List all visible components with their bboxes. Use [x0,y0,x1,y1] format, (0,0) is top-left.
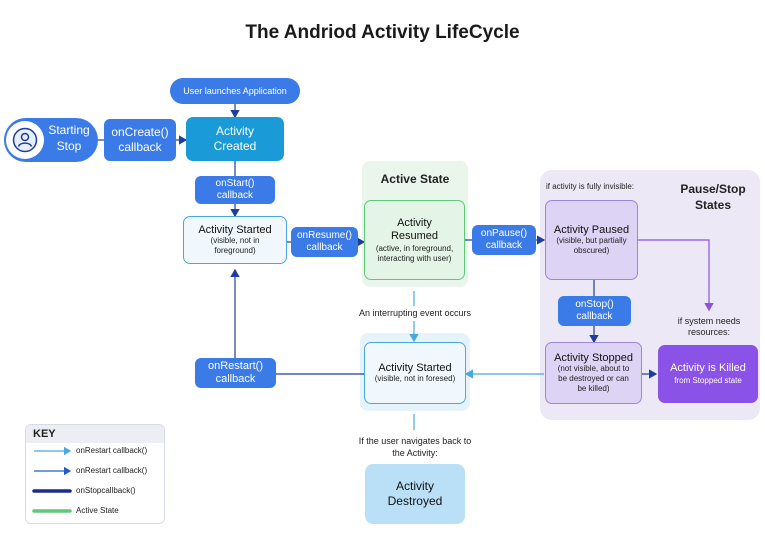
started-left-sub: (visible, not in foreground) [210,236,260,255]
onrestart-callback[interactable]: onRestart() callback [195,358,276,388]
activity-resumed-node[interactable]: Activity Resumed (active, in foreground,… [364,200,465,280]
active-state-label: Active State [380,172,450,186]
onpause-callback[interactable]: onPause() callback [472,225,536,255]
diagram-title: The Andriod Activity LifeCycle [245,22,520,43]
started-center-title: Activity Started [378,362,452,374]
navigates-back-note: If the user navigates back to the Activi… [358,436,472,458]
key-lines [32,446,72,513]
started-center-sub: (visible, not in foresed) [374,374,456,383]
starting-stop-label: Starting Stop [48,123,90,153]
key-title: KEY [33,428,56,440]
onstart-callback[interactable]: onStart() callback [195,176,275,204]
started-left-title: Activity Started [198,224,272,236]
stopped-sub: (not visible, about to be destroyed or c… [557,364,630,393]
fully-invisible-note: if activity is fully invisible: [546,182,635,191]
stopped-title: Activity Stopped [554,352,633,364]
activity-started-left-node[interactable]: Activity Started (visible, not in foregr… [183,216,287,264]
resumed-title: Activity Resumed [390,216,439,242]
user-launches-pill[interactable]: User launches Application [170,78,300,104]
user-icon [6,121,44,159]
activity-stopped-node[interactable]: Activity Stopped (not visible, about to … [545,342,642,404]
activity-killed-node[interactable]: Activity is Killed from Stopped state [658,345,758,403]
activity-started-center-node[interactable]: Activity Started (visible, not in forese… [364,342,466,404]
key-header [26,425,164,443]
onresume-callback[interactable]: onResume() callback [291,227,358,257]
key-label-4: Active State [76,506,119,515]
oncreate-callback[interactable]: onCreate() callback [104,119,176,161]
pause-stop-label: Pause/Stop States [680,182,746,212]
activity-destroyed-node[interactable]: Activity Destroyed [365,464,465,524]
paused-title: Activity Paused [553,224,630,236]
system-needs-note: if system needs resources: [677,316,741,337]
activity-paused-node[interactable]: Activity Paused (visible, but partially … [545,200,638,280]
key-label-1: onRestart callback() [76,446,148,455]
paused-sub: (visible, but partially obscured) [556,236,627,255]
key-legend: KEY onRestart callback() onRestart callb… [25,424,165,524]
activity-created-node[interactable]: Activity Created [186,117,284,161]
onstop-callback[interactable]: onStop() callback [558,296,631,326]
key-label-3: onStopcallback() [76,486,136,495]
killed-sub: from Stopped state [674,376,742,385]
key-label-2: onRestart callback() [76,466,148,475]
resumed-sub: (active, in foreground, interacting with… [375,243,454,263]
killed-title: Activity is Killed [670,362,746,374]
interrupt-note: An interrupting event occurs [358,308,472,318]
